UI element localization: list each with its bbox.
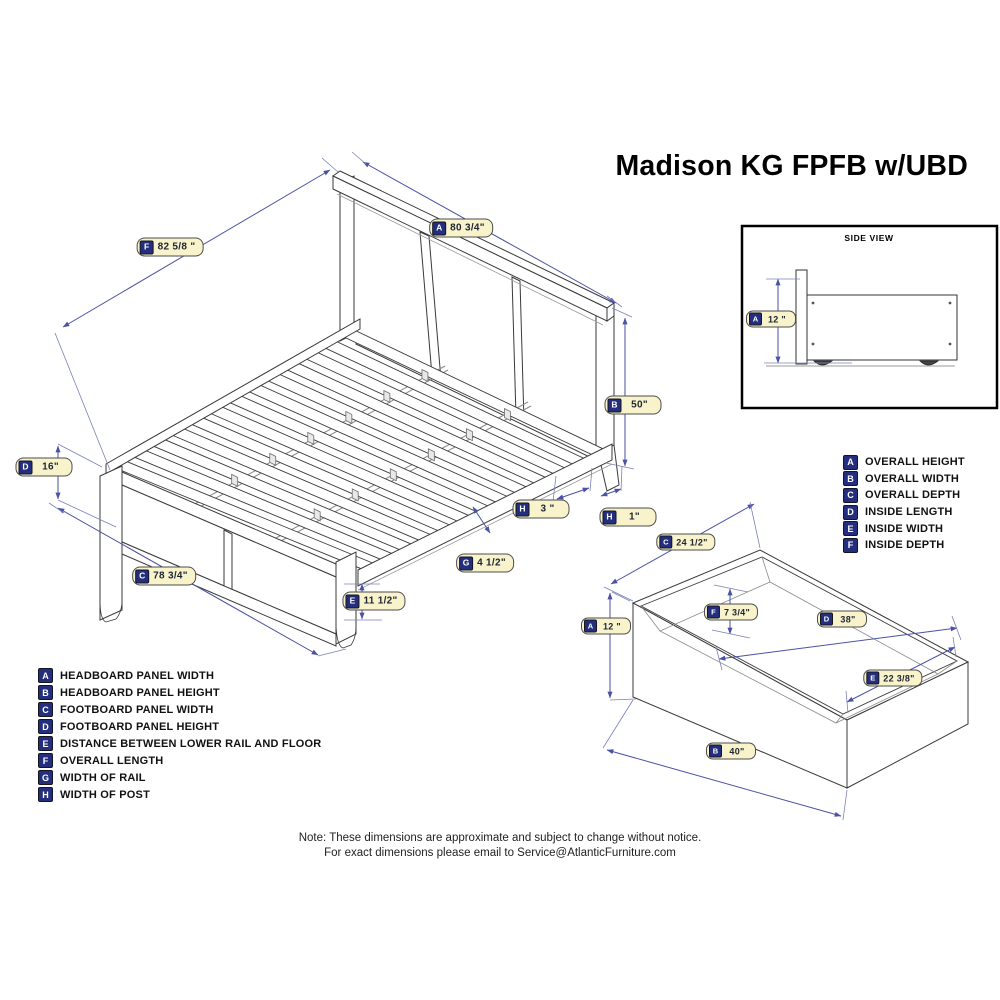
legend-label: OVERALL HEIGHT: [865, 456, 965, 469]
dim-letter-badge: A: [584, 619, 597, 633]
dim-letter-badge: B: [709, 744, 722, 758]
dim-letter-badge: A: [432, 221, 447, 235]
legend-label: FOOTBOARD PANEL HEIGHT: [60, 720, 220, 733]
drawer-legend-item-c: C OVERALL DEPTH: [843, 487, 965, 504]
dim-label-post-width-3: H 3 ": [512, 499, 570, 519]
dim-label-drawer-inside-width: E 22 3/8": [863, 669, 923, 687]
legend-letter-badge: C: [38, 702, 53, 717]
dim-label-headboard-panel-height: B 50": [604, 395, 662, 415]
legend-letter-badge: B: [843, 471, 858, 487]
dim-label-drawer-inside-depth: F 7 3/4": [703, 603, 759, 621]
drawer-dimension-legend: A OVERALL HEIGHT B OVERALL WIDTH C OVERALL DE…: [843, 454, 965, 554]
legend-letter-badge: F: [38, 753, 53, 768]
dim-label-footboard-panel-height: D 16": [15, 457, 73, 477]
dim-label-overall-length: F 82 5/8 ": [136, 237, 204, 257]
legend-label: WIDTH OF RAIL: [60, 771, 146, 784]
dim-label-drawer-overall-height: A 12 ": [581, 617, 631, 635]
dim-label-drawer-inside-length: D 38": [817, 610, 867, 628]
page-title: Madison KG FPFB w/UBD: [615, 150, 968, 182]
left-side-rail: [105, 318, 361, 475]
side-view-title: SIDE VIEW: [844, 233, 894, 243]
dim-label-rail-width: G 4 1/2": [456, 553, 514, 573]
legend-letter-badge: C: [843, 487, 858, 503]
bed-extension-lines: [48, 151, 635, 657]
note-line-1: Note: These dimensions are approximate a…: [298, 832, 702, 844]
drawer-legend-item-e: E INSIDE WIDTH: [843, 520, 965, 537]
bed-legend-item-c: C FOOTBOARD PANEL WIDTH: [38, 701, 321, 718]
legend-letter-badge: F: [843, 537, 858, 553]
bed-dimension-legend: A HEADBOARD PANEL WIDTH B HEADBOARD PANEL H…: [38, 667, 321, 803]
bed-legend-item-b: B HEADBOARD PANEL HEIGHT: [38, 684, 321, 701]
drawer-extension-lines: [602, 501, 962, 821]
legend-letter-badge: D: [843, 504, 858, 520]
legend-letter-badge: B: [38, 685, 53, 700]
bed-legend-item-f: F OVERALL LENGTH: [38, 752, 321, 769]
legend-letter-badge: E: [843, 521, 858, 537]
dim-label-drawer-overall-depth: C 24 1/2": [656, 533, 716, 551]
legend-label: FOOTBOARD PANEL WIDTH: [60, 703, 214, 716]
disclaimer-note: Note: These dimensions are approximate a…: [190, 831, 810, 861]
dim-label-footboard-panel-width: C 78 3/4": [132, 566, 196, 586]
drawer-legend-item-a: A OVERALL HEIGHT: [843, 454, 965, 471]
dim-letter-badge: F: [706, 605, 720, 619]
dim-letter-badge: C: [135, 569, 150, 583]
legend-label: INSIDE LENGTH: [865, 506, 953, 519]
slat-cleats: [231, 368, 511, 522]
dim-label-lower-rail-floor-distance: E 11 1/2": [342, 591, 406, 611]
dim-label-headboard-panel-width: A 80 3/4": [429, 218, 493, 238]
note-line-2: For exact dimensions please email to Ser…: [324, 847, 676, 859]
legend-letter-badge: E: [38, 736, 53, 751]
bed-legend-item-d: D FOOTBOARD PANEL HEIGHT: [38, 718, 321, 735]
dim-letter-badge: H: [515, 502, 530, 516]
dim-label-sideview-height: A 12 ": [746, 310, 796, 328]
dim-letter-badge: E: [866, 671, 880, 685]
drawer-legend-item-b: B OVERALL WIDTH: [843, 471, 965, 488]
dim-letter-badge: C: [659, 535, 673, 549]
legend-label: OVERALL WIDTH: [865, 472, 960, 485]
dim-letter-badge: G: [459, 556, 474, 570]
bed-legend-item-e: E DISTANCE BETWEEN LOWER RAIL AND FLOOR: [38, 735, 321, 752]
dim-letter-badge: A: [749, 312, 762, 326]
legend-label: HEADBOARD PANEL HEIGHT: [60, 686, 220, 699]
drawer-wheel: [919, 360, 939, 366]
legend-label: OVERALL LENGTH: [60, 754, 164, 767]
legend-label: WIDTH OF POST: [60, 788, 150, 801]
drawer-legend-item-d: D INSIDE LENGTH: [843, 504, 965, 521]
legend-letter-badge: A: [843, 454, 858, 470]
bed-legend-item-h: H WIDTH OF POST: [38, 786, 321, 803]
side-view-inset: [740, 224, 999, 410]
dim-letter-badge: H: [602, 510, 617, 524]
bed-legend-item-a: A HEADBOARD PANEL WIDTH: [38, 667, 321, 684]
legend-letter-badge: D: [38, 719, 53, 734]
legend-label: OVERALL DEPTH: [865, 489, 961, 502]
legend-label: HEADBOARD PANEL WIDTH: [60, 669, 215, 682]
dim-letter-badge: D: [18, 460, 33, 474]
legend-label: INSIDE WIDTH: [865, 522, 944, 535]
bed-legend-item-g: G WIDTH OF RAIL: [38, 769, 321, 786]
dim-letter-badge: B: [607, 398, 622, 412]
dim-letter-badge: D: [820, 612, 833, 626]
legend-letter-badge: A: [38, 668, 53, 683]
dim-label-post-width-1: H 1": [599, 507, 657, 527]
legend-letter-badge: H: [38, 787, 53, 802]
legend-letter-badge: G: [38, 770, 53, 785]
legend-label: INSIDE DEPTH: [865, 539, 945, 552]
legend-label: DISTANCE BETWEEN LOWER RAIL AND FLOOR: [60, 737, 322, 750]
dim-label-drawer-overall-width: B 40": [706, 742, 756, 760]
dim-letter-badge: F: [139, 240, 154, 254]
drawer-legend-item-f: F INSIDE DEPTH: [843, 537, 965, 554]
dim-letter-badge: E: [345, 594, 360, 608]
